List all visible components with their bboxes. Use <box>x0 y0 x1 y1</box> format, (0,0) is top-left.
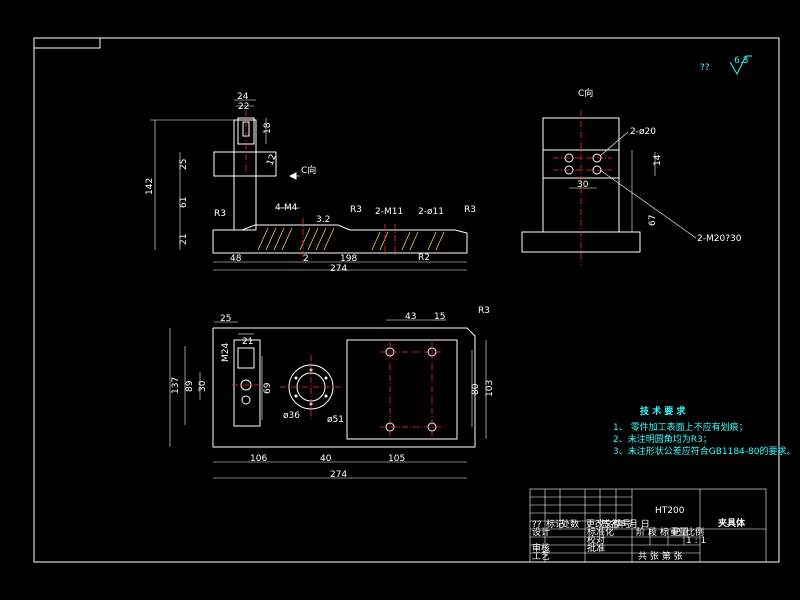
front-view-hatch <box>257 227 445 251</box>
side-view-label: C向 <box>578 87 593 99</box>
dim-25-top: 25 <box>220 314 231 324</box>
label-r3-left: R3 <box>214 209 226 219</box>
note-2: 2、未注明圆角均为R3； <box>613 433 712 445</box>
dim-43: 43 <box>405 312 416 322</box>
title-block <box>529 488 767 563</box>
tb-proof: 校对 <box>587 534 605 546</box>
note-3: 3、未注形状公差应符合GB1184-80的要求。 <box>613 445 795 457</box>
dim-61: 61 <box>179 197 189 208</box>
top-view-centerlines <box>232 342 442 437</box>
dim-80: 80 <box>471 383 481 395</box>
tb-process: 工艺 <box>532 551 550 562</box>
view-arrow-c <box>289 172 297 180</box>
dim-2: 2 <box>303 254 309 264</box>
dim-274-front: 274 <box>330 264 347 274</box>
tb-weight: 重量 <box>670 526 688 538</box>
dim-48: 48 <box>230 254 242 264</box>
label-m24: M24 <box>221 343 231 362</box>
dim-142: 142 <box>145 178 155 195</box>
dim-15: 15 <box>434 312 445 322</box>
tb-stage: 阶 段 标 记 <box>636 526 681 538</box>
arrow-c-label: C向 <box>301 164 316 176</box>
dim-12: 12 <box>265 153 278 167</box>
dim-40: 40 <box>320 454 332 464</box>
top-view-dim-lines <box>169 319 487 479</box>
tb-c4: 更改文件号 <box>586 518 631 530</box>
tb-standard: 标准化 <box>587 526 614 538</box>
roughness-mark <box>729 55 752 76</box>
dim-21-top: 21 <box>242 337 253 347</box>
label-r3-mid: R3 <box>350 205 362 215</box>
tb-scale: 1 : 1 <box>686 536 706 546</box>
note-1: 1、 零件加工表面上不应有划痕； <box>613 421 748 433</box>
roughness-symbol: ?? <box>700 63 710 73</box>
label-2-phi11: 2-ø11 <box>418 207 444 217</box>
dim-103: 103 <box>485 380 495 397</box>
front-view-dim-lines <box>150 99 467 271</box>
label-r3-right: R3 <box>464 205 476 215</box>
label-2-phi20: 2-ø20 <box>630 127 656 137</box>
side-view-centerlines <box>553 110 612 265</box>
dim-22: 22 <box>238 102 249 112</box>
tb-review: 审核 <box>532 542 550 554</box>
label-4-m4: 4-M4 <box>275 203 298 213</box>
tb-design: 设计 <box>532 526 550 538</box>
tb-c2: 标记 <box>546 518 564 530</box>
dim-25: 25 <box>179 159 189 170</box>
front-view-centerlines <box>245 110 396 262</box>
tb-c3: 处数 <box>561 518 579 530</box>
dim-137: 137 <box>171 377 181 394</box>
tb-c5: 签名 <box>601 518 619 530</box>
label-phi51: ø51 <box>327 415 344 425</box>
dim-30-top: 30 <box>198 380 208 392</box>
dim-30-side: 30 <box>577 180 589 190</box>
dim-14-side: 14 <box>653 154 663 166</box>
dim-89: 89 <box>185 380 195 392</box>
tb-sheets: 共 张 第 张 <box>638 550 683 562</box>
label-r2: R2 <box>418 253 430 263</box>
label-phi36: ø36 <box>283 411 300 421</box>
tb-approve: 批准 <box>587 542 605 554</box>
tb-c1: ?? <box>532 520 542 530</box>
tb-c6: 年 月 日 <box>617 518 650 530</box>
roughness-value: 6.3 <box>734 56 748 66</box>
label-2-m11: 2-M11 <box>375 207 403 217</box>
dim-274-top: 274 <box>330 470 347 480</box>
tb-ratio: 比例 <box>686 526 704 538</box>
front-view <box>212 117 468 254</box>
dim-18: 18 <box>263 122 273 134</box>
drawing-border <box>33 37 780 563</box>
label-2-m20: 2-M20?30 <box>697 234 742 244</box>
dim-198: 198 <box>340 254 357 264</box>
dim-21: 21 <box>179 234 189 245</box>
dim-24: 24 <box>237 92 249 102</box>
title-part-name: 夹具体 <box>718 517 746 529</box>
dim-105: 105 <box>388 454 405 464</box>
title-material: HT200 <box>655 506 685 516</box>
dim-67: 67 <box>648 215 658 226</box>
side-view-leaders <box>569 131 697 239</box>
dim-106: 106 <box>250 454 267 464</box>
label-3-2: 3.2 <box>316 215 330 225</box>
dim-69: 69 <box>263 382 273 394</box>
label-r3-top: R3 <box>478 306 490 316</box>
drawing-number-box <box>33 37 101 49</box>
notes-title: 技 术 要 求 <box>640 405 686 417</box>
